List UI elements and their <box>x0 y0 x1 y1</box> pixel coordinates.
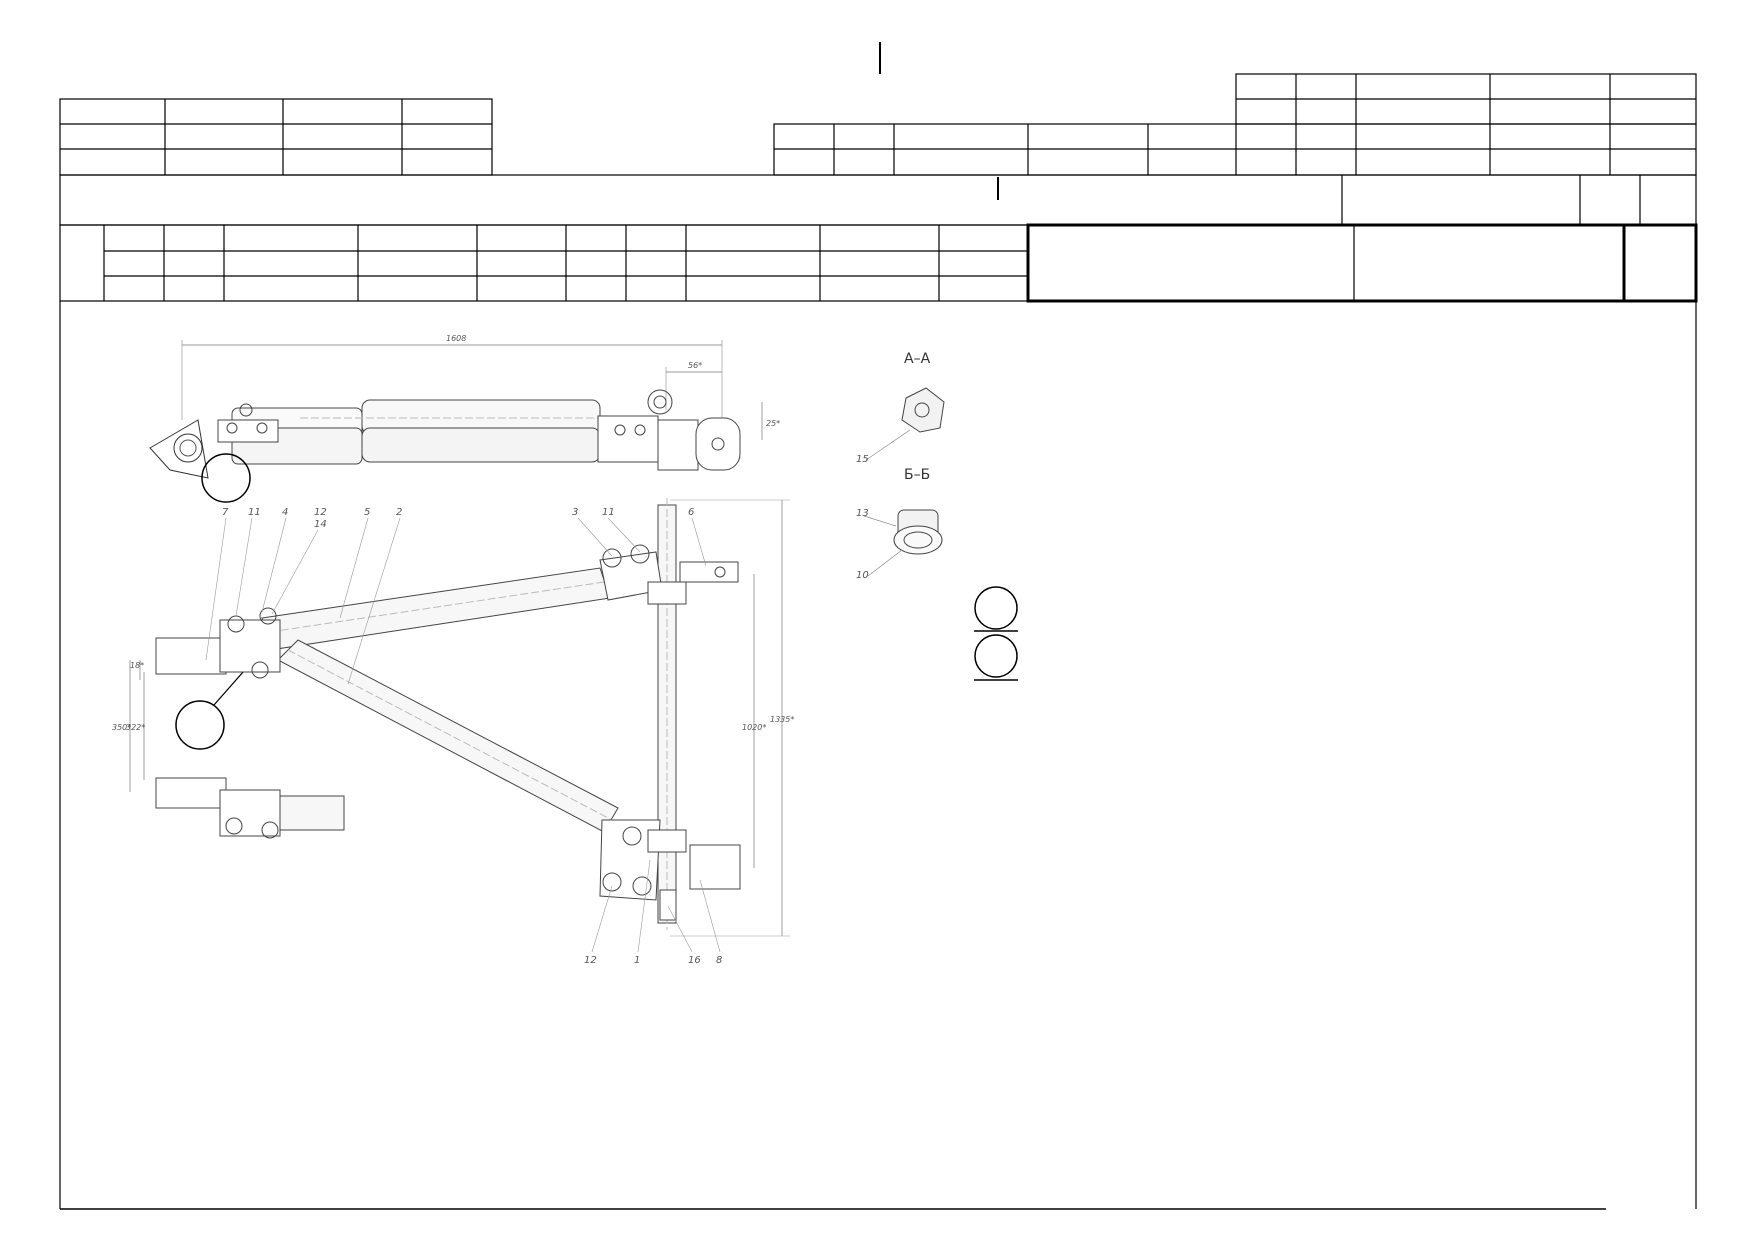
section-labels: А–А Б–Б <box>904 351 931 483</box>
part-label: 13 <box>856 508 869 519</box>
part-label: 3 <box>572 507 578 518</box>
dim-height-left-a: 350* <box>112 723 131 732</box>
part-label: 16 <box>688 955 701 966</box>
dimension-labels: 1608 56* 25* 18* 350* 322* 1020* 1335* <box>112 334 794 732</box>
part-label: 2 <box>396 507 402 518</box>
title-block-grid <box>59 42 1698 1210</box>
part-label: 15 <box>856 454 869 465</box>
section-a-label: А–А <box>904 351 931 367</box>
section-views <box>863 387 945 577</box>
dim-height-right: 25* <box>766 419 780 428</box>
part-label: 1 <box>634 955 640 966</box>
plan-view <box>129 498 790 937</box>
part-label: 8 <box>716 955 722 966</box>
part-label: 5 <box>364 507 370 518</box>
dim-height-small: 18* <box>130 661 144 670</box>
part-label: 12 <box>584 955 597 966</box>
part-label: 4 <box>282 507 288 518</box>
part-label: 14 <box>314 519 327 530</box>
part-label: 6 <box>688 507 694 518</box>
leader-lines <box>205 517 721 953</box>
legend-marker <box>974 586 1018 681</box>
part-label: 12 <box>314 507 327 518</box>
part-label: 10 <box>856 570 869 581</box>
dim-height-left-b: 322* <box>126 723 145 732</box>
dim-offset-top: 56* <box>688 361 702 370</box>
top-view <box>149 340 763 479</box>
detail-callout-circle-top <box>201 453 251 503</box>
section-b-label: Б–Б <box>904 467 930 483</box>
part-number-labels: 7 11 4 12 14 5 2 3 11 6 15 13 10 12 1 16… <box>222 454 869 966</box>
dim-overall-length: 1608 <box>446 334 466 343</box>
detail-callout-circle-left <box>175 700 225 750</box>
part-label: 7 <box>222 507 229 518</box>
dim-span-outer: 1335* <box>770 715 794 724</box>
part-label: 11 <box>602 507 615 518</box>
part-label: 11 <box>248 507 261 518</box>
dim-span-inner: 1020* <box>742 723 766 732</box>
